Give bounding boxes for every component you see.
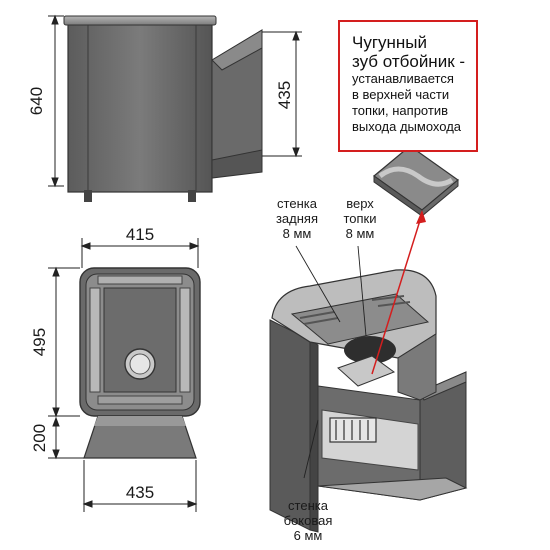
cutaway-firebox-top — [290, 293, 430, 345]
deflector-part — [373, 145, 459, 218]
pointer-lines — [295, 245, 367, 479]
side-body — [67, 19, 213, 193]
label-firebox-top-line3: 8 мм — [345, 226, 375, 241]
side-view: 640 435 — [27, 14, 302, 202]
side-foot-right — [188, 190, 196, 202]
cutaway-stove — [269, 269, 468, 533]
callout-body-line3: топки, напротив — [352, 103, 448, 118]
dim-200 — [48, 416, 84, 460]
dim-495 — [48, 266, 80, 418]
label-side-wall: стенка боковая 6 мм — [268, 498, 348, 543]
label-side-wall-line2: боковая — [283, 513, 333, 528]
dim-640 — [48, 14, 64, 188]
side-foot-left — [84, 190, 92, 202]
label-back-wall-line2: задняя — [275, 211, 319, 226]
dim-640-label: 640 — [27, 87, 46, 115]
dim-435-side — [262, 30, 302, 158]
deflector-callout: Чугунный зуб отбойник - устанавливается … — [338, 20, 478, 152]
dim-495-label: 495 — [30, 328, 49, 356]
label-side-wall-line3: 6 мм — [293, 528, 323, 543]
callout-body-line2: в верхней части — [352, 87, 450, 102]
dim-200-label: 200 — [30, 424, 49, 452]
dim-415-label: 415 — [126, 225, 154, 244]
callout-title-line1: Чугунный — [352, 33, 428, 52]
dim-435-base-label: 435 — [126, 483, 154, 502]
callout-title-line2: зуб отбойник - — [352, 52, 466, 71]
label-back-wall: стенка задняя 8 мм — [262, 196, 332, 241]
label-side-wall-line1: стенка — [288, 498, 328, 513]
side-lid — [63, 15, 217, 26]
label-back-wall-line1: стенка — [277, 196, 317, 211]
dim-435-side-label: 435 — [275, 81, 294, 109]
deflector-arrow — [371, 210, 426, 375]
callout-body-line1: устанавливается — [352, 71, 454, 86]
callout-body-line4: выхода дымохода — [352, 119, 462, 134]
dim-435-base — [82, 460, 198, 512]
label-firebox-top: верх топки 8 мм — [330, 196, 390, 241]
front-view: 415 495 20 — [30, 225, 201, 512]
cutaway-grate — [329, 417, 377, 443]
dim-415 — [80, 238, 200, 268]
cutaway-floor — [317, 477, 468, 501]
label-firebox-top-line2: топки — [343, 211, 377, 226]
label-firebox-top-line1: верх — [346, 196, 374, 211]
label-back-wall-line3: 8 мм — [282, 226, 312, 241]
